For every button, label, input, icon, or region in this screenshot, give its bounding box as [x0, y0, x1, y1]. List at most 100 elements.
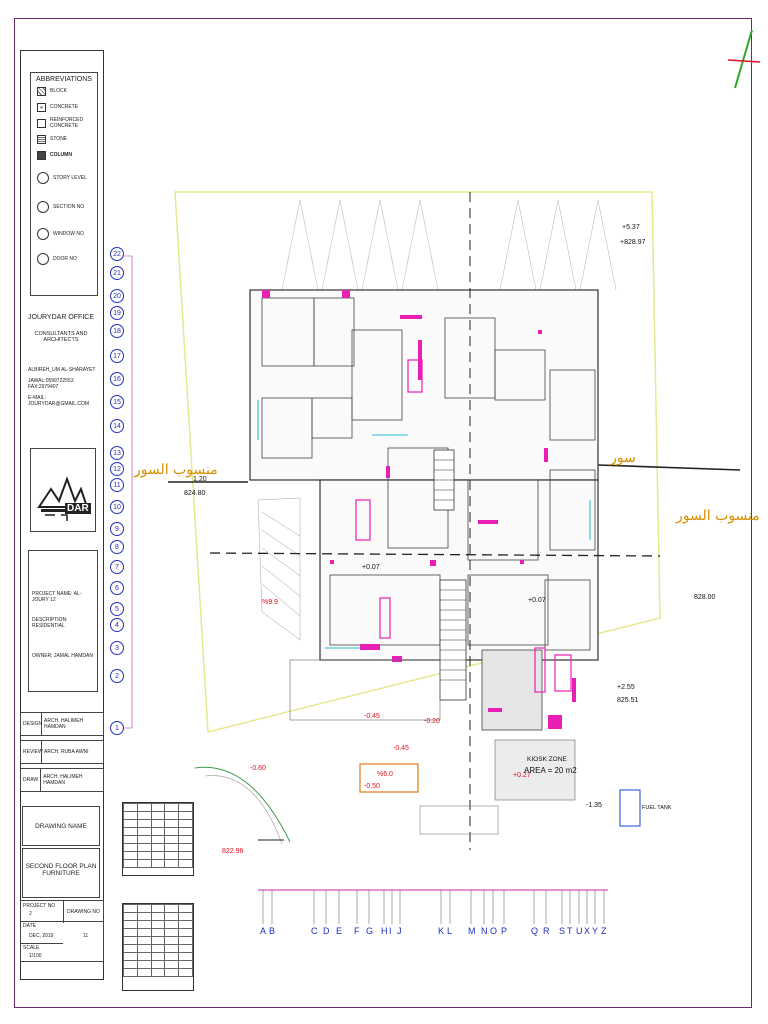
elevation-right-low-a: +2.55 [617, 684, 635, 691]
level-marker: 8 [110, 540, 124, 554]
elevation-top-right-a: +5.37 [622, 224, 640, 231]
level-marker: 13 [110, 446, 124, 460]
grid-label: J [397, 926, 402, 936]
drawing-meta: PROJECT NO 2 DRAWING NO 11 DATE DEC, 201… [20, 900, 104, 962]
drawing-frame [14, 18, 752, 1008]
office-email: E-MAIL: JOURYDAR@GMAIL.COM [28, 395, 90, 407]
drawing-name: SECOND FLOOR PLAN FURNITURE [22, 848, 100, 898]
office-subtitle: CONSULTANTS AND ARCHITECTS [34, 331, 88, 343]
block-hatch-icon [37, 86, 46, 96]
level-marker: 16 [110, 372, 124, 386]
drawing-title: SECOND FLOOR PLAN [25, 863, 97, 870]
elevation-right-low-b: 825.51 [617, 697, 639, 704]
office-logo: DAR [30, 448, 96, 532]
abbreviations-title: ABBREVIATIONS [36, 76, 92, 83]
grid-label: Z [601, 926, 607, 936]
elevation-road: -0.60 [250, 765, 266, 772]
level-marker: 2 [110, 669, 124, 683]
elevation-kiosk: -1.35 [586, 802, 602, 809]
grid-label: B [269, 926, 276, 936]
legend-door-no: DOOR NO [31, 247, 97, 271]
elevation-front-a: -0.45 [364, 713, 380, 720]
lower-parking-area [289, 659, 441, 721]
section-marker-icon [37, 201, 49, 213]
level-marker: 14 [110, 419, 124, 433]
fuel-tank [619, 789, 641, 827]
legend-concrete: CONCRETE [31, 99, 97, 115]
legend-stone: STONE [31, 131, 97, 147]
grid-label: U [576, 926, 583, 936]
grid-label: A [260, 926, 267, 936]
grid-label: F [354, 926, 360, 936]
window-schedule-table [122, 903, 194, 991]
grid-label: C [311, 926, 318, 936]
elevation-front-b: -0.20 [424, 718, 440, 725]
plot-boundary [174, 191, 661, 733]
logo-text: DAR [65, 503, 91, 514]
stone-hatch-icon [37, 134, 46, 144]
slope-label-left: %9.9 [262, 599, 278, 606]
grid-label: Q [531, 926, 539, 936]
door-schedule-table [122, 802, 194, 876]
elevation-ramp-top: -0.45 [393, 745, 409, 752]
staircase [433, 449, 467, 701]
kiosk-area-label: AREA = 20 m2 [524, 766, 577, 775]
drawing-date: DEC, 2019 [29, 933, 54, 939]
office-name: JOURYDAR OFFICE [28, 314, 94, 321]
level-marker: 9 [110, 522, 124, 536]
elevation-ramp-bottom: -0.50 [364, 783, 380, 790]
window-lines [257, 400, 591, 649]
office-info: JOURYDAR OFFICE CONSULTANTS AND ARCHITEC… [22, 314, 100, 407]
sloped-hatch [257, 497, 301, 641]
column-fill-icon [37, 150, 46, 160]
level-marker: 12 [110, 462, 124, 476]
grid-label: D [323, 926, 330, 936]
grid-label: O [490, 926, 498, 936]
legend-reinforced-concrete: REINFORCED CONCRETE [31, 115, 97, 131]
legend-column: COLUMN [31, 147, 97, 163]
drawing-scale: 1/100 [29, 953, 42, 959]
level-marker: 3 [110, 641, 124, 655]
grid-label: L [447, 926, 453, 936]
kiosk-zone-area [494, 739, 576, 801]
reinforced-concrete-hatch-icon [37, 118, 46, 128]
elevation-left-b: 824.80 [184, 490, 206, 497]
project-info: PROJECT NAME: AL-JOURY 12 DESCRIPTION: R… [28, 550, 98, 692]
grid-label: E [336, 926, 343, 936]
road-edge-curve [194, 766, 291, 843]
office-address: ALBIREH_UM AL-SHARAYET [28, 367, 96, 373]
grid-label: T [567, 926, 573, 936]
boundary-wall-right [597, 464, 741, 471]
grid-label: N [481, 926, 488, 936]
drawing-name-label: DRAWING NAME [22, 806, 100, 846]
slope-label-ramp: %6.0 [377, 771, 393, 778]
drawing-subtitle: FURNITURE [42, 870, 80, 877]
level-marker: 22 [110, 247, 124, 261]
concrete-hatch-icon [37, 102, 46, 112]
elevation-top-right-b: +828.97 [620, 239, 646, 246]
story-level-icon [37, 172, 49, 184]
fuel-tank-label: FUEL TANK [642, 805, 672, 811]
arabic-wall-level-right: منسوب السور [676, 508, 760, 524]
level-connector-lines [122, 255, 133, 729]
elevation-kiosk-entry: +0.27 [513, 772, 531, 779]
elevation-left-a: 1.20 [193, 476, 207, 483]
grid-label: K [438, 926, 445, 936]
abbreviations-legend: ABBREVIATIONS BLOCK CONCRETE REINFORCED … [30, 72, 98, 296]
section-line [209, 552, 661, 557]
kiosk-zone-label: KIOSK ZONE [527, 756, 567, 763]
grid-label: G [366, 926, 374, 936]
level-marker: 18 [110, 324, 124, 338]
setback-triangles [281, 199, 617, 291]
building-walls [249, 289, 599, 661]
ramp-box [359, 763, 419, 793]
level-marker: 11 [110, 478, 124, 492]
level-marker: 15 [110, 395, 124, 409]
grid-label: M [468, 926, 476, 936]
grid-label: P [501, 926, 508, 936]
grid-label: H [381, 926, 388, 936]
